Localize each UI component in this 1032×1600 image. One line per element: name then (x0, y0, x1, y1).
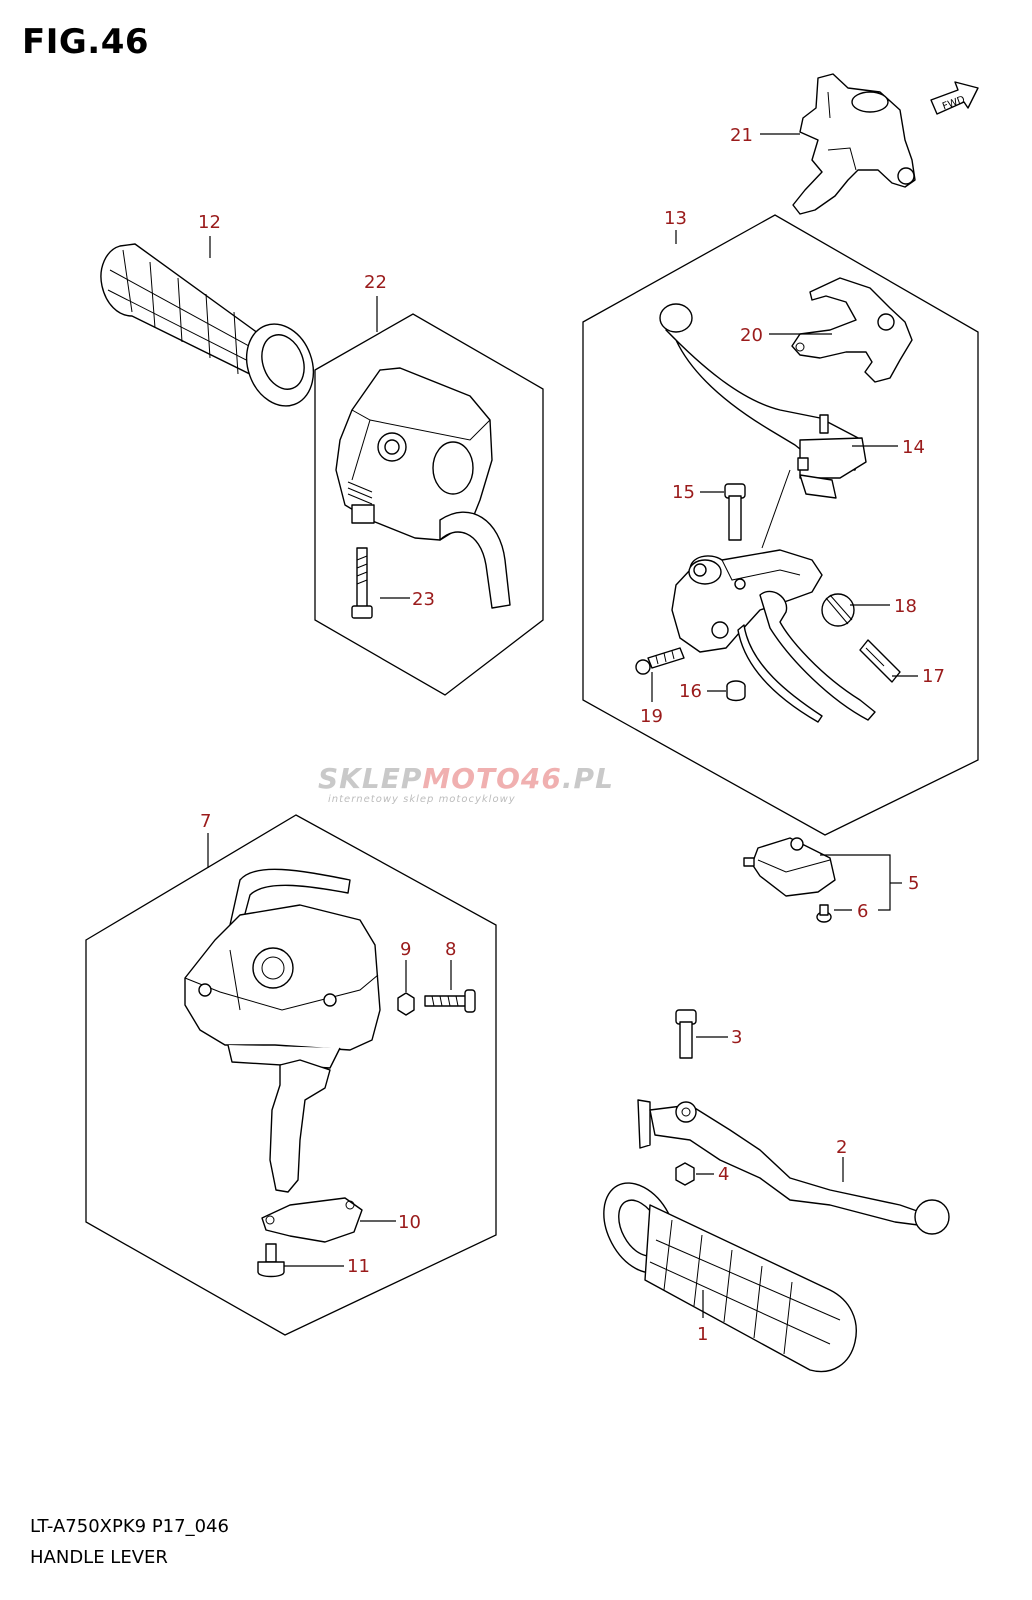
screw-part-8 (424, 989, 476, 1013)
diagram-subtitle: HANDLE LEVER (30, 1547, 168, 1568)
lever-bracket-part-20 (791, 277, 913, 383)
callout-numbers: 1 2 3 4 5 6 7 8 9 10 11 12 13 14 15 16 1… (198, 125, 945, 1345)
group-frame-7 (85, 814, 497, 1336)
cover-plate-part-10 (261, 1197, 363, 1243)
lever-cover-part-21 (792, 73, 916, 215)
brake-switch-part-18 (821, 593, 855, 627)
watermark-logo: SKLEPMOTO46.PL (318, 762, 614, 795)
forward-direction-arrow: FWD (930, 81, 979, 115)
callout-18: 18 (894, 596, 917, 617)
callout-5: 5 (908, 873, 919, 894)
group-frame-13 (582, 214, 979, 836)
model-code: LT-A750XPK9 P17_046 (30, 1516, 229, 1537)
callout-23: 23 (412, 589, 435, 610)
pivot-pin-part-15 (724, 483, 746, 541)
watermark-part-b: MOTO46 (422, 762, 562, 795)
throttle-housing-part-7 (184, 868, 381, 1193)
callout-1: 1 (697, 1324, 708, 1345)
leader-lines (207, 133, 918, 1318)
callout-3: 3 (731, 1027, 742, 1048)
screw-part-23 (351, 547, 373, 619)
callout-22: 22 (364, 272, 387, 293)
switch-part-5 (743, 837, 836, 897)
lever-holder-assembly (671, 469, 876, 723)
callout-19: 19 (640, 706, 663, 727)
callout-15: 15 (672, 482, 695, 503)
callout-16: 16 (679, 681, 702, 702)
callout-10: 10 (398, 1212, 421, 1233)
bolt-part-19 (635, 647, 685, 675)
pivot-pin-part-3 (675, 1009, 697, 1059)
watermark-tagline: internetowy sklep motocyklowy (328, 794, 516, 805)
nut-part-4 (675, 1162, 695, 1186)
callout-13: 13 (664, 208, 687, 229)
lever-part-2 (637, 1099, 950, 1235)
callout-20: 20 (740, 325, 763, 346)
callout-4: 4 (718, 1164, 729, 1185)
screw-part-6 (816, 904, 832, 923)
grip-part-1 (603, 1182, 857, 1373)
brake-lever-part-13 (659, 303, 867, 499)
figure-title: FIG.46 (22, 22, 150, 62)
bolt-part-11 (257, 1243, 285, 1278)
switch-housing-part-22 (335, 367, 511, 609)
watermark: SKLEPMOTO46.PL internetowy sklep motocyk… (318, 762, 698, 808)
callout-21: 21 (730, 125, 753, 146)
callout-7: 7 (200, 811, 211, 832)
callout-11: 11 (347, 1256, 370, 1277)
callout-2: 2 (836, 1137, 847, 1158)
watermark-part-a: SKLEP (318, 762, 423, 795)
callout-17: 17 (922, 666, 945, 687)
callout-9: 9 (400, 939, 411, 960)
callout-14: 14 (902, 437, 925, 458)
nut-part-9 (397, 992, 415, 1016)
callout-12: 12 (198, 212, 221, 233)
grip-part-12 (100, 243, 315, 407)
group-frame-22 (314, 313, 544, 696)
nut-part-16 (726, 680, 746, 702)
callout-6: 6 (857, 901, 868, 922)
bolt-part-17 (859, 639, 901, 683)
callout-8: 8 (445, 939, 456, 960)
watermark-part-c: .PL (561, 762, 614, 795)
